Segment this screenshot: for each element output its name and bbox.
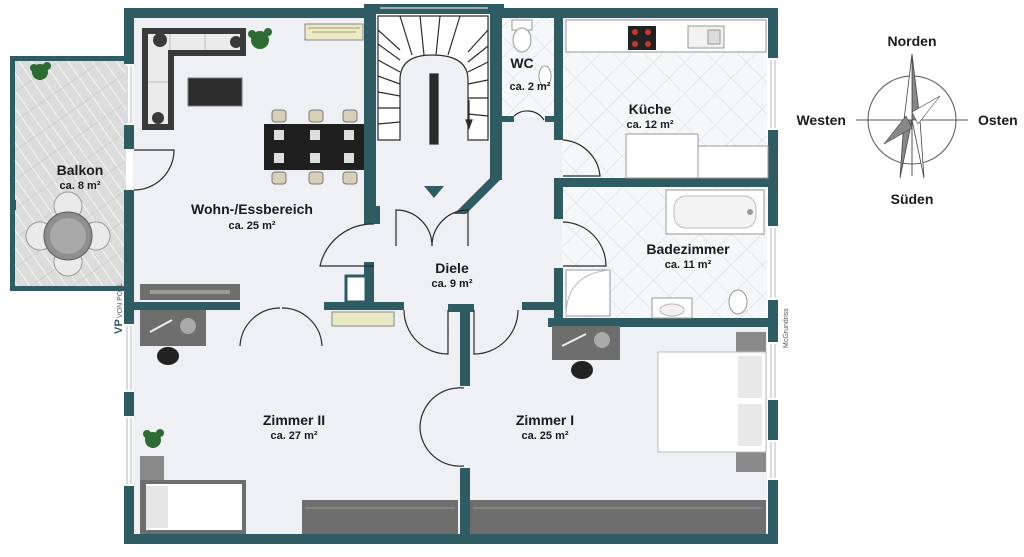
mcgrundriss-brand: McGrundriss — [783, 308, 790, 348]
room-area-wohn: ca. 25 m² — [228, 220, 275, 232]
room-area-zimmer1: ca. 25 m² — [521, 430, 568, 442]
dining-table — [264, 109, 364, 185]
shaft — [344, 274, 368, 304]
shelf — [150, 290, 230, 294]
balkon-table — [25, 191, 111, 277]
wardrobe — [302, 500, 458, 534]
coffee-table — [187, 77, 243, 107]
bed — [657, 332, 767, 472]
desk — [140, 310, 206, 365]
wc-sink — [538, 65, 552, 87]
room-area-diele: ca. 9 m² — [432, 278, 473, 290]
bathtub — [665, 189, 765, 235]
room-area-wc: ca. 2 m² — [510, 81, 551, 93]
staircase — [377, 15, 489, 145]
room-area-balkon: ca. 8 m² — [60, 180, 101, 192]
plant-icon — [143, 429, 164, 448]
von-poll-logo: VP VON POLL — [113, 283, 125, 334]
logo-mark: VP — [113, 319, 125, 334]
plant-icon — [248, 28, 272, 49]
room-label-wc: WC — [510, 55, 533, 71]
windows — [126, 7, 776, 484]
logo-text: VON POLL — [117, 283, 124, 318]
room-area-zimmer2: ca. 27 m² — [270, 430, 317, 442]
toilet — [511, 19, 533, 53]
bath-toilet — [728, 289, 748, 315]
wardrobe — [470, 500, 766, 534]
plant-icon — [30, 62, 51, 80]
room-label-kueche: Küche — [629, 101, 672, 117]
bath-sink — [651, 297, 693, 319]
desk — [552, 326, 620, 379]
nightstand — [140, 456, 164, 480]
room-label-zimmer1: Zimmer I — [516, 412, 574, 428]
compass-east: Osten — [978, 112, 1018, 128]
sideboard — [331, 311, 395, 327]
room-area-kueche: ca. 12 m² — [626, 119, 673, 131]
room-label-diele: Diele — [435, 260, 469, 276]
compass-rose-icon — [856, 53, 968, 179]
compass-west: Westen — [796, 112, 846, 128]
room-area-bad: ca. 11 m² — [665, 259, 712, 271]
compass-south: Süden — [891, 191, 934, 207]
room-label-wohn: Wohn-/Essbereich — [191, 201, 313, 217]
room-label-zimmer2: Zimmer II — [263, 412, 325, 428]
down-arrow-icon — [424, 186, 444, 198]
bed — [140, 480, 246, 534]
shower — [565, 269, 611, 317]
sideboard — [304, 23, 364, 41]
room-label-bad: Badezimmer — [646, 241, 730, 257]
compass-north: Norden — [888, 33, 937, 49]
walls — [10, 4, 778, 544]
kitchen-counter — [565, 19, 769, 179]
sofa — [142, 28, 246, 130]
brand-text: McGrundriss — [783, 308, 790, 348]
doors — [133, 110, 607, 467]
room-label-balkon: Balkon — [57, 162, 104, 178]
